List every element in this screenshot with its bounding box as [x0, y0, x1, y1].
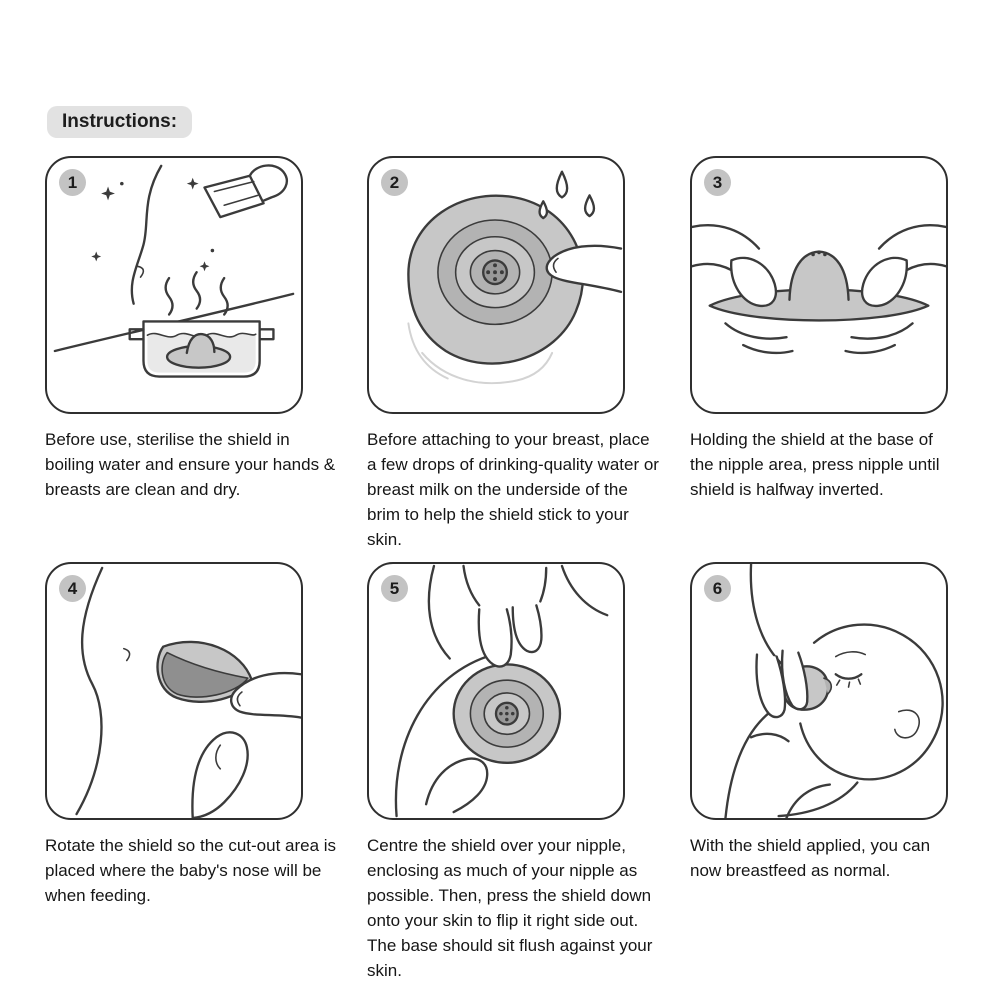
step-2: 2	[367, 156, 690, 552]
step-4-number-badge: 4	[59, 575, 86, 602]
step-5-number-badge: 5	[381, 575, 408, 602]
step-6-caption: With the shield applied, you can now bre…	[690, 836, 931, 880]
water-drops-on-shield-illustration	[407, 170, 623, 385]
step-4-panel: 4	[45, 562, 303, 820]
instructions-heading: Instructions:	[47, 106, 193, 138]
press-nipple-inversion-illustration	[692, 224, 946, 355]
steps-grid: 1	[45, 156, 1000, 993]
step-3: 3 Ho	[690, 156, 980, 552]
step-5-caption: Centre the shield over your nipple, encl…	[367, 836, 653, 980]
step-1: 1	[45, 156, 367, 552]
step-6-panel: 6	[690, 562, 948, 820]
step-2-panel: 2	[367, 156, 625, 414]
step-4-caption: Rotate the shield so the cut-out area is…	[45, 836, 337, 905]
step-3-number-badge: 3	[704, 169, 731, 196]
step-2-number-badge: 2	[381, 169, 408, 196]
step-4: 4 Rotate the shield so the cut-out area …	[45, 562, 367, 983]
step-6: 6	[690, 562, 980, 983]
step-6-number-badge: 6	[704, 575, 731, 602]
breastfeeding-with-shield-illustration	[724, 564, 944, 818]
rotate-shield-illustration	[75, 566, 301, 818]
step-1-panel: 1	[45, 156, 303, 414]
step-2-caption: Before attaching to your breast, place a…	[367, 430, 659, 549]
step-3-panel: 3	[690, 156, 948, 414]
step-5-panel: 5	[367, 562, 625, 820]
step-1-caption: Before use, sterilise the shield in boil…	[45, 430, 336, 499]
step-5: 5	[367, 562, 690, 983]
sterilise-in-boiling-water-illustration	[53, 164, 295, 378]
step-1-number-badge: 1	[59, 169, 86, 196]
centre-shield-on-breast-illustration	[394, 564, 609, 818]
step-3-caption: Holding the shield at the base of the ni…	[690, 430, 940, 499]
